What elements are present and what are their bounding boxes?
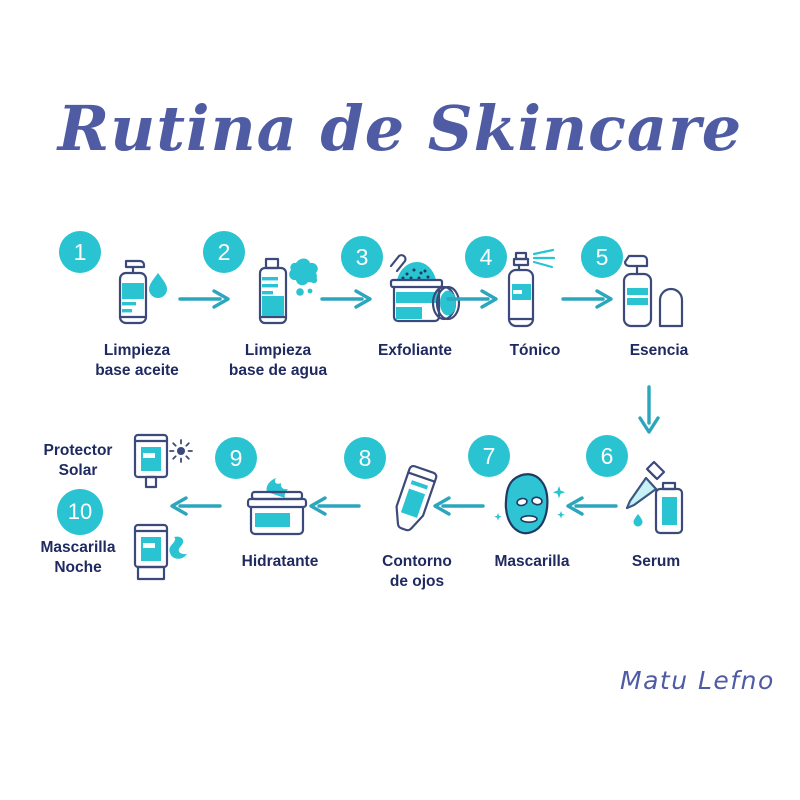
step-number-8: 8 (344, 437, 386, 479)
arrow-step-9-to-10 (166, 495, 222, 522)
scrub-jar-with-scoop-icon (383, 250, 469, 335)
step-label-10-top: Protector Solar (43, 442, 113, 480)
step-label-4: Tónico (509, 342, 561, 359)
step-number-2: 2 (203, 231, 245, 273)
step-number-10: 10 (57, 489, 103, 535)
step-number-1: 1 (59, 231, 101, 273)
artist-signature: Matu Lefno (620, 666, 775, 695)
dropper-and-serum-bottle-icon (622, 457, 700, 544)
step-number-9: 9 (215, 437, 257, 479)
essence-pump-bottle-with-cap-icon (615, 250, 695, 337)
step-label-7: Mascarilla (494, 553, 570, 570)
step-label-6: Serum (631, 553, 681, 570)
step-label-10-bottom: Mascarilla Noche (40, 539, 116, 577)
down-arrow-row-connector (636, 385, 662, 442)
step-label-8: Contorno de ojos (382, 553, 452, 591)
step-number-5: 5 (581, 236, 623, 278)
step-label-1: Limpieza base aceite (95, 342, 179, 380)
step-number-7: 7 (468, 435, 510, 477)
step-label-3: Exfoliante (377, 342, 453, 359)
arrow-step-2-to-3 (320, 288, 374, 315)
arrow-step-3-to-4 (446, 288, 500, 315)
arrow-step-6-to-7 (562, 495, 618, 522)
sunscreen-tube-with-sun-icon (124, 429, 196, 502)
night-mask-tube-icon (124, 519, 196, 596)
arrow-step-1-to-2 (178, 288, 232, 315)
step-label-9: Hidratante (241, 553, 319, 570)
step-label-5: Esencia (629, 342, 689, 359)
sheet-mask-face-icon (489, 468, 573, 545)
step-label-2: Limpieza base de agua (228, 342, 328, 380)
eye-cream-tube-icon (383, 462, 445, 547)
moisturizer-jar-icon (236, 470, 318, 545)
page-title: Rutina de Skincare (57, 92, 743, 165)
pump-bottle-with-droplet-icon (108, 247, 174, 336)
spray-bottle-icon (500, 245, 570, 338)
arrow-step-7-to-8 (429, 495, 485, 522)
arrow-step-4-to-5 (561, 288, 615, 315)
step-number-6: 6 (586, 435, 628, 477)
arrow-step-8-to-9 (305, 495, 361, 522)
step-number-4: 4 (465, 236, 507, 278)
cleanser-bottle-with-foam-icon (250, 247, 322, 336)
step-number-3: 3 (341, 236, 383, 278)
